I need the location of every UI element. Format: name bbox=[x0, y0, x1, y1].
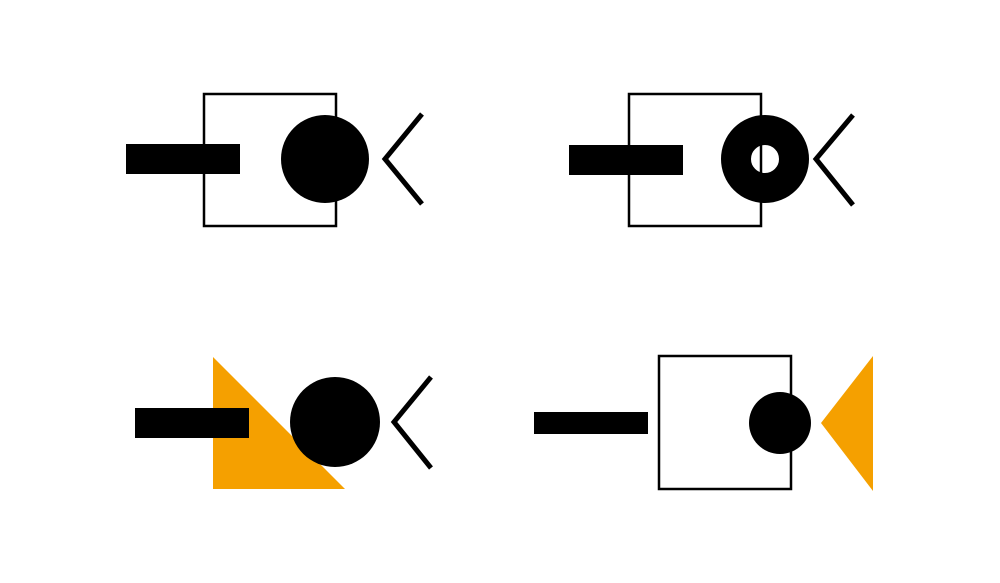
figure-4 bbox=[534, 354, 873, 491]
figure-1 bbox=[126, 92, 424, 228]
filled-circle-icon bbox=[290, 377, 380, 467]
bar-icon bbox=[534, 412, 648, 434]
bar-icon bbox=[135, 408, 249, 438]
orange-triangle-icon bbox=[821, 356, 873, 491]
figure-2 bbox=[569, 92, 855, 228]
ring-icon bbox=[721, 115, 809, 203]
filled-circle-icon bbox=[281, 115, 369, 203]
bar-icon bbox=[126, 144, 240, 174]
chevron-left-icon bbox=[390, 375, 433, 470]
bar-icon bbox=[569, 145, 683, 175]
chevron-left-icon bbox=[381, 112, 424, 206]
filled-circle-icon bbox=[749, 392, 811, 454]
chevron-left-icon bbox=[812, 113, 855, 207]
figure-3 bbox=[135, 357, 433, 489]
